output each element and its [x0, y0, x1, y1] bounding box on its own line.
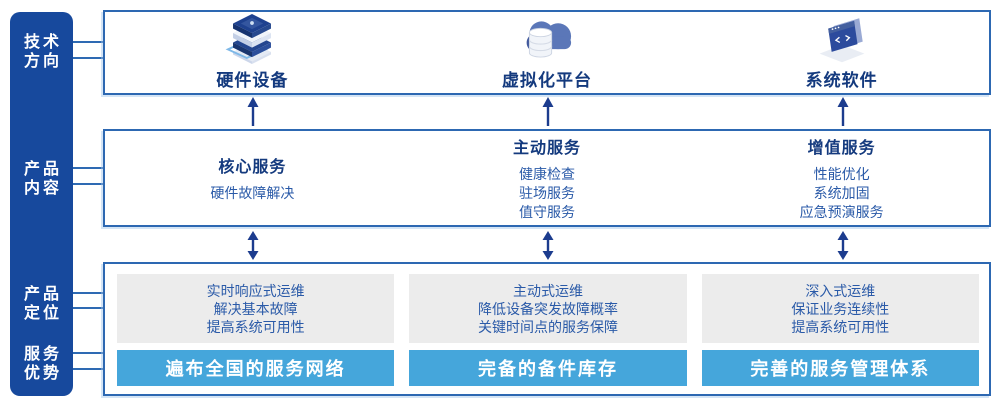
- sidebar-label-service-advantage: 服务 优势: [10, 345, 73, 383]
- server-stack-icon: [215, 14, 289, 64]
- cloud-database-icon: [510, 14, 584, 64]
- connector-line: [73, 41, 103, 43]
- connector-line: [73, 352, 103, 354]
- sidebar-label-line: 内容: [23, 180, 62, 197]
- tech-label: 虚拟化平台: [501, 71, 592, 90]
- sidebar-label-line: 优势: [23, 365, 62, 382]
- positioning-panel: 主动式运维 降低设备突发故障概率 关键时间点的服务保障: [409, 274, 687, 343]
- service-title: 核心服务: [218, 159, 287, 176]
- connector-line: [73, 167, 103, 169]
- positioning-line: 提高系统可用性: [206, 318, 305, 335]
- arrow-updown-icon: [836, 231, 850, 260]
- tech-item-virtualization: 虚拟化平台: [400, 12, 695, 93]
- positioning-line: 深入式运维: [805, 282, 876, 299]
- service-column-proactive: 主动服务 健康检查 驻场服务 值守服务: [400, 131, 695, 225]
- advantage-bar: 遍布全国的服务网络: [117, 350, 395, 386]
- arrow-up-icon: [541, 97, 555, 127]
- positioning-line: 实时响应式运维: [206, 282, 305, 299]
- connector-line: [73, 292, 103, 294]
- sidebar-label-tech-direction: 技术 方向: [10, 33, 73, 71]
- service-column-core: 核心服务 硬件故障解决: [105, 131, 400, 225]
- sidebar-label-line: 服务: [23, 346, 62, 363]
- sidebar-label-line: 产品: [23, 161, 62, 178]
- service-column-value-added: 增值服务 性能优化 系统加固 应急预演服务: [694, 131, 989, 225]
- arrow-updown-icon: [246, 231, 260, 260]
- sidebar-label-line: 定位: [23, 305, 62, 322]
- positioning-line: 保证业务连续性: [791, 300, 890, 317]
- positioning-line: 主动式运维: [512, 282, 583, 299]
- positioning-panel: 实时响应式运维 解决基本故障 提高系统可用性: [117, 274, 395, 343]
- positioning-line: 解决基本故障: [213, 300, 298, 317]
- tech-direction-box: 硬件设备 虚拟化平台: [103, 10, 991, 95]
- positioning-panel: 深入式运维 保证业务连续性 提高系统可用性: [701, 274, 979, 343]
- code-window-icon: [805, 14, 879, 64]
- advantage-bar: 完善的服务管理体系: [701, 350, 979, 386]
- product-content-box: 核心服务 硬件故障解决 主动服务 健康检查 驻场服务 值守服务 增值服务 性能优…: [103, 129, 991, 227]
- sidebar-label-product-content: 产品 内容: [10, 160, 73, 198]
- service-line: 驻场服务: [518, 185, 575, 201]
- service-line: 性能优化: [813, 166, 870, 182]
- service-title: 主动服务: [512, 140, 581, 157]
- positioning-column-realtime: 实时响应式运维 解决基本故障 提高系统可用性 遍布全国的服务网络: [117, 274, 395, 386]
- product-positioning-box: 实时响应式运维 解决基本故障 提高系统可用性 遍布全国的服务网络 主动式运维 降…: [103, 262, 991, 396]
- service-line: 值守服务: [518, 204, 575, 220]
- arrow-up-icon: [836, 97, 850, 127]
- arrow-updown-icon: [541, 231, 555, 260]
- connector-line: [73, 57, 103, 59]
- advantage-bar: 完备的备件库存: [409, 350, 687, 386]
- category-sidebar: 技术 方向 产品 内容 产品 定位 服务 优势: [10, 12, 73, 396]
- positioning-line: 提高系统可用性: [791, 318, 890, 335]
- connector-line: [73, 307, 103, 309]
- tech-label: 系统软件: [805, 71, 878, 90]
- tech-label: 硬件设备: [216, 71, 289, 90]
- service-line: 应急预演服务: [799, 204, 884, 220]
- service-line: 健康检查: [518, 166, 575, 182]
- service-title: 增值服务: [807, 140, 876, 157]
- connector-line: [73, 183, 103, 185]
- arrow-up-icon: [246, 97, 260, 127]
- connector-line: [73, 368, 103, 370]
- sidebar-label-line: 方向: [23, 53, 62, 70]
- sidebar-label-line: 产品: [23, 286, 62, 303]
- tech-item-hardware: 硬件设备: [105, 12, 400, 93]
- sidebar-label-product-positioning: 产品 定位: [10, 285, 73, 323]
- sidebar-label-line: 技术: [23, 34, 62, 51]
- service-line: 系统加固: [813, 185, 870, 201]
- positioning-column-indepth: 深入式运维 保证业务连续性 提高系统可用性 完善的服务管理体系: [701, 274, 979, 386]
- positioning-column-proactive: 主动式运维 降低设备突发故障概率 关键时间点的服务保障 完备的备件库存: [409, 274, 687, 386]
- positioning-line: 降低设备突发故障概率: [477, 300, 618, 317]
- service-line: 硬件故障解决: [210, 185, 295, 201]
- tech-item-system-software: 系统软件: [694, 12, 989, 93]
- positioning-line: 关键时间点的服务保障: [477, 318, 618, 335]
